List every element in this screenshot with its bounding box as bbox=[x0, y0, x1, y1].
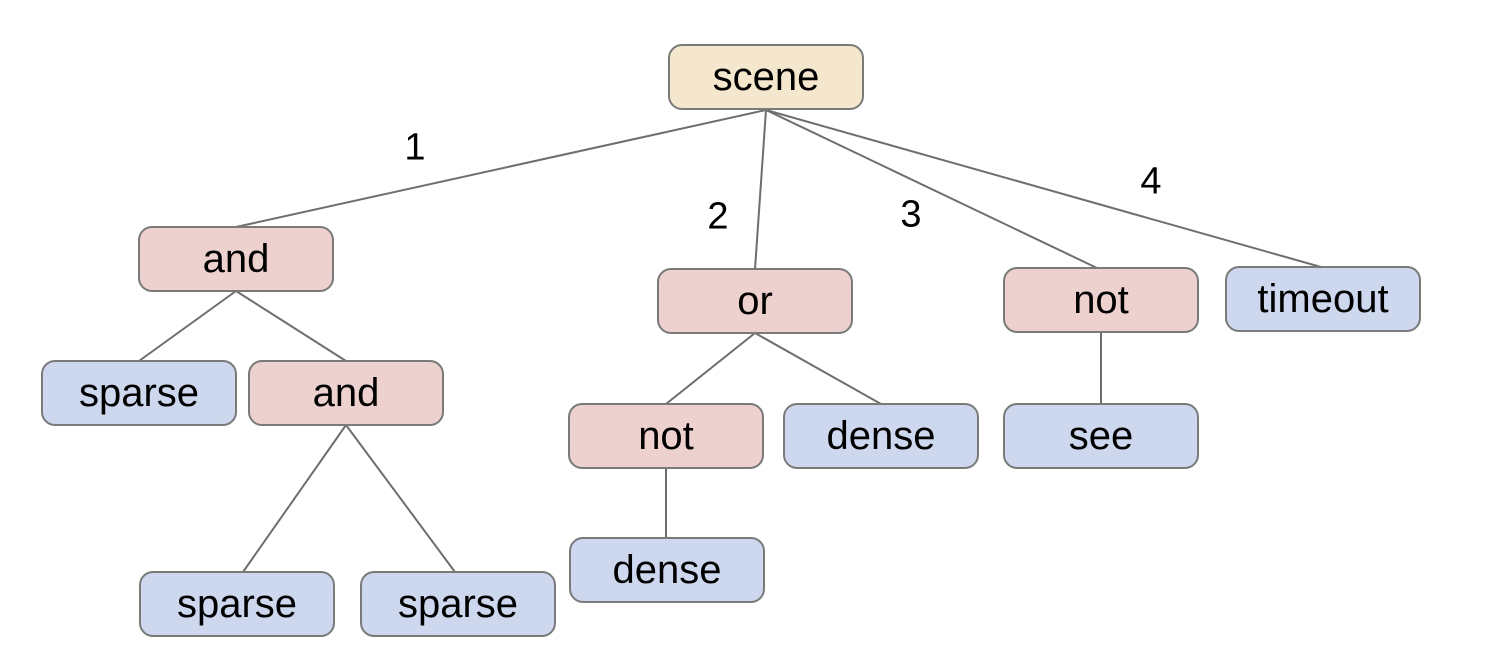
node-and-2: and bbox=[248, 360, 444, 426]
edge-scene-and bbox=[235, 109, 767, 228]
node-or-1: or bbox=[657, 268, 853, 334]
edge-label-3: 3 bbox=[900, 193, 922, 236]
edge-or-dense bbox=[754, 332, 882, 405]
node-not-1: not bbox=[1003, 267, 1199, 333]
edge-label-1: 1 bbox=[404, 126, 426, 169]
edge-scene-not bbox=[765, 109, 1098, 269]
edge-scene-or bbox=[754, 109, 767, 270]
node-see: see bbox=[1003, 403, 1199, 469]
node-dense-1: dense bbox=[783, 403, 979, 469]
edge-or-not bbox=[665, 332, 756, 405]
node-sparse-3: sparse bbox=[360, 571, 556, 637]
node-timeout: timeout bbox=[1225, 266, 1421, 332]
node-scene: scene bbox=[668, 44, 864, 110]
edge-label-2: 2 bbox=[707, 195, 729, 238]
edge-and-and bbox=[235, 290, 347, 362]
edge-label-4: 4 bbox=[1140, 160, 1162, 203]
node-sparse-2: sparse bbox=[139, 571, 335, 637]
node-and-1: and bbox=[138, 226, 334, 292]
node-dense-2: dense bbox=[569, 537, 765, 603]
edge-and-sparse bbox=[138, 290, 237, 362]
edge-and2-sparse-left bbox=[242, 424, 347, 573]
node-not-2: not bbox=[568, 403, 764, 469]
edge-scene-timeout bbox=[765, 109, 1322, 268]
edge-and2-sparse-right bbox=[345, 424, 456, 573]
node-sparse-1: sparse bbox=[41, 360, 237, 426]
